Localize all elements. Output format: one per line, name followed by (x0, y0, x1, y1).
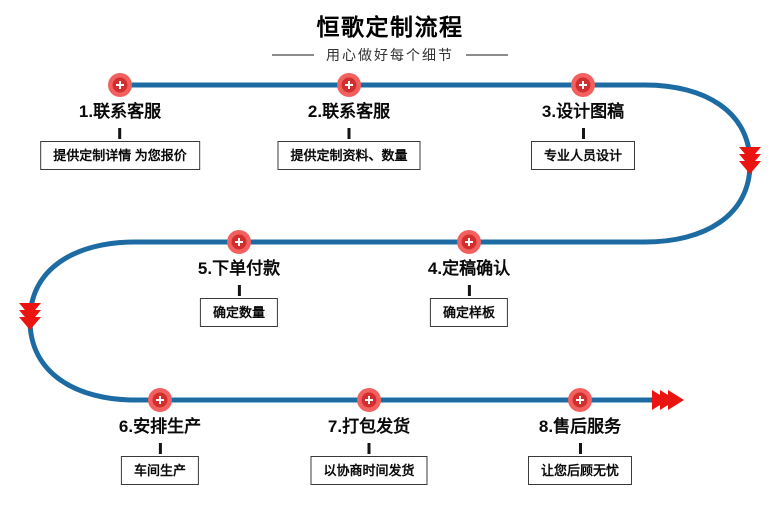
step-desc-box: 确定数量 (199, 298, 278, 327)
step-label: 4.定稿确认 (427, 259, 511, 278)
page-title: 恒歌定制流程 (316, 14, 464, 40)
step-label: 6.安排生产 (118, 417, 202, 436)
triple-chevron-right-icon (652, 390, 684, 410)
step-marker (337, 73, 361, 97)
plus-icon (116, 81, 124, 89)
step-7-pack-ship: 7.打包发货 以协商时间发货 (310, 416, 428, 485)
step-label: 7.打包发货 (327, 417, 411, 436)
connector-tick (347, 128, 351, 139)
step-marker (357, 388, 381, 412)
connector-tick (578, 443, 582, 454)
step-3-design-draft: 3.设计图稿 专业人员设计 (530, 101, 636, 170)
step-marker (457, 230, 481, 254)
step-desc-box: 以协商时间发货 (310, 456, 428, 485)
connector-tick (581, 128, 585, 139)
plus-icon (235, 238, 243, 246)
header: 恒歌定制流程 用心做好每个细节 (0, 14, 780, 65)
plus-icon (365, 396, 373, 404)
plus-icon (156, 396, 164, 404)
plus-icon (345, 81, 353, 89)
connector-tick (158, 443, 162, 454)
step-marker (568, 388, 592, 412)
step-8-after-sales: 8.售后服务 让您后顾无忧 (527, 416, 633, 485)
plus-icon (579, 81, 587, 89)
step-2-contact-service: 2.联系客服 提供定制资料、数量 (277, 101, 421, 170)
step-6-arrange-production: 6.安排生产 车间生产 (119, 416, 201, 485)
step-desc-box: 专业人员设计 (530, 141, 636, 170)
step-desc-box: 提供定制详情 为您报价 (40, 141, 200, 170)
step-marker (571, 73, 595, 97)
step-desc-box: 车间生产 (120, 456, 199, 485)
triple-chevron-down-icon (739, 147, 761, 174)
step-marker (108, 73, 132, 97)
step-marker (148, 388, 172, 412)
step-label: 5.下单付款 (197, 259, 281, 278)
connector-tick (467, 285, 471, 296)
step-desc-box: 让您后顾无忧 (527, 456, 633, 485)
step-5-order-payment: 5.下单付款 确定数量 (198, 258, 280, 327)
step-label: 8.售后服务 (538, 417, 622, 436)
plus-icon (576, 396, 584, 404)
step-label: 2.联系客服 (307, 102, 391, 121)
step-1-contact-service: 1.联系客服 提供定制详情 为您报价 (40, 101, 200, 170)
flow-path (27, 82, 753, 403)
step-label: 1.联系客服 (78, 102, 162, 121)
step-marker (227, 230, 251, 254)
connector-tick (237, 285, 241, 296)
subtitle-dash-right-icon (466, 54, 508, 56)
step-4-draft-confirm: 4.定稿确认 确定样板 (428, 258, 510, 327)
subtitle-text: 用心做好每个细节 (326, 47, 454, 63)
connector-tick (118, 128, 122, 139)
step-desc-box: 提供定制资料、数量 (277, 141, 421, 170)
page-subtitle: 用心做好每个细节 (0, 45, 780, 65)
connector-tick (367, 443, 371, 454)
triple-chevron-down-icon (19, 303, 41, 330)
plus-icon (465, 238, 473, 246)
step-desc-box: 确定样板 (429, 298, 508, 327)
step-label: 3.设计图稿 (541, 102, 625, 121)
subtitle-dash-left-icon (272, 54, 314, 56)
